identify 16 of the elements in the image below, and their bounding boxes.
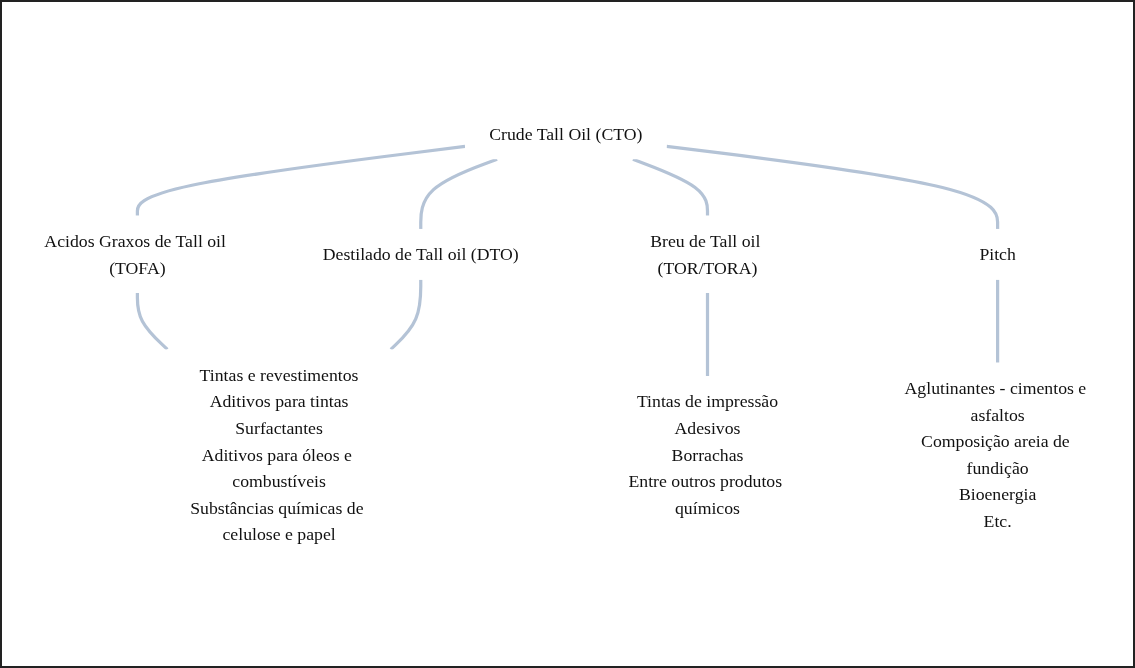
connector <box>135 144 466 216</box>
node-text: Destilado de Tall oil (DTO) <box>322 244 519 265</box>
node-text: Tintas de impressão Adesivos Borrachas Entre outros produtos químicos <box>628 391 783 518</box>
connector <box>632 157 710 216</box>
node-text: Pitch <box>979 244 1016 265</box>
connector <box>996 279 1000 363</box>
connector <box>389 279 423 351</box>
connector <box>666 144 1000 229</box>
node-text: Tintas e revestimentos Aditivos para tintas Surfactantes Aditivos para óleos e combustíveis Substâncias químicas de celulose e papel <box>190 364 364 545</box>
connector <box>419 157 498 229</box>
node-text: Breu de Tall oil (TOR/TORA) <box>650 230 761 278</box>
node-text: Acidos Graxos de Tall oil (TOFA) <box>44 230 226 278</box>
node-text: Aglutinantes - cimentos e asfaltos Composição areia de fundição Bioenergia Etc. <box>904 377 1087 532</box>
node-text: Crude Tall Oil (CTO) <box>489 123 643 144</box>
connector <box>135 292 169 351</box>
connector <box>705 292 710 376</box>
